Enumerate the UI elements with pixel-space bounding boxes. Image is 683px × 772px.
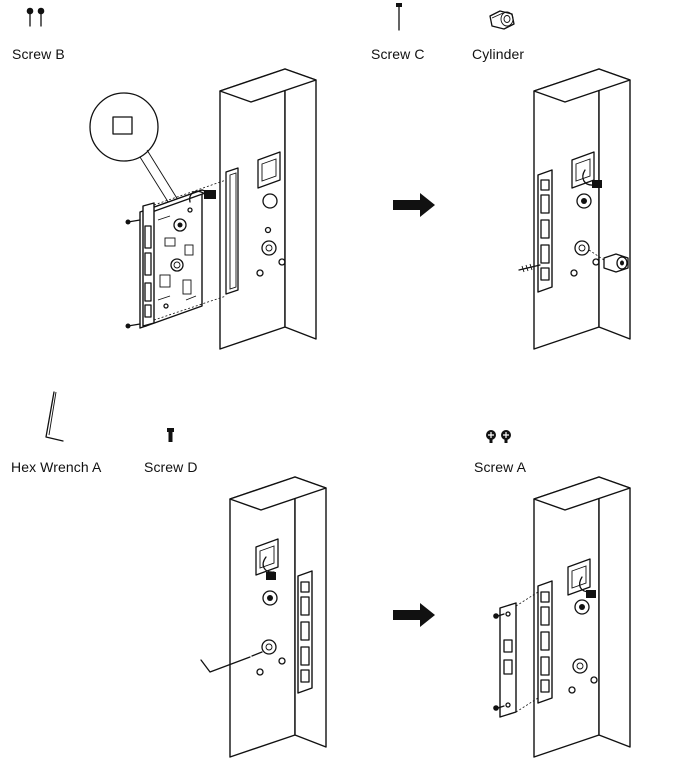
door-step-1: [219, 68, 317, 350]
screw-d-icon: [167, 428, 174, 442]
screw-c-icon: [396, 3, 402, 31]
right-arrow-icon: [393, 603, 435, 627]
door-step-3: [200, 476, 327, 758]
screw-b-icon: [26, 7, 45, 27]
magnifier-callout: [89, 92, 179, 206]
screw-a-icon: [486, 430, 511, 443]
cylinder-icon: [489, 10, 515, 30]
door-step-4: [493, 476, 631, 758]
door-step-2: [518, 68, 631, 350]
label-hex-wrench-a: Hex Wrench A: [11, 459, 102, 475]
mortise-lock-body: [125, 179, 227, 329]
label-screw-c: Screw C: [371, 46, 425, 62]
label-cylinder: Cylinder: [472, 46, 525, 62]
hex-wrench-icon: [45, 391, 64, 442]
right-arrow-icon: [393, 193, 435, 217]
label-screw-d: Screw D: [144, 459, 198, 475]
label-screw-a: Screw A: [474, 459, 527, 475]
label-screw-b: Screw B: [12, 46, 65, 62]
